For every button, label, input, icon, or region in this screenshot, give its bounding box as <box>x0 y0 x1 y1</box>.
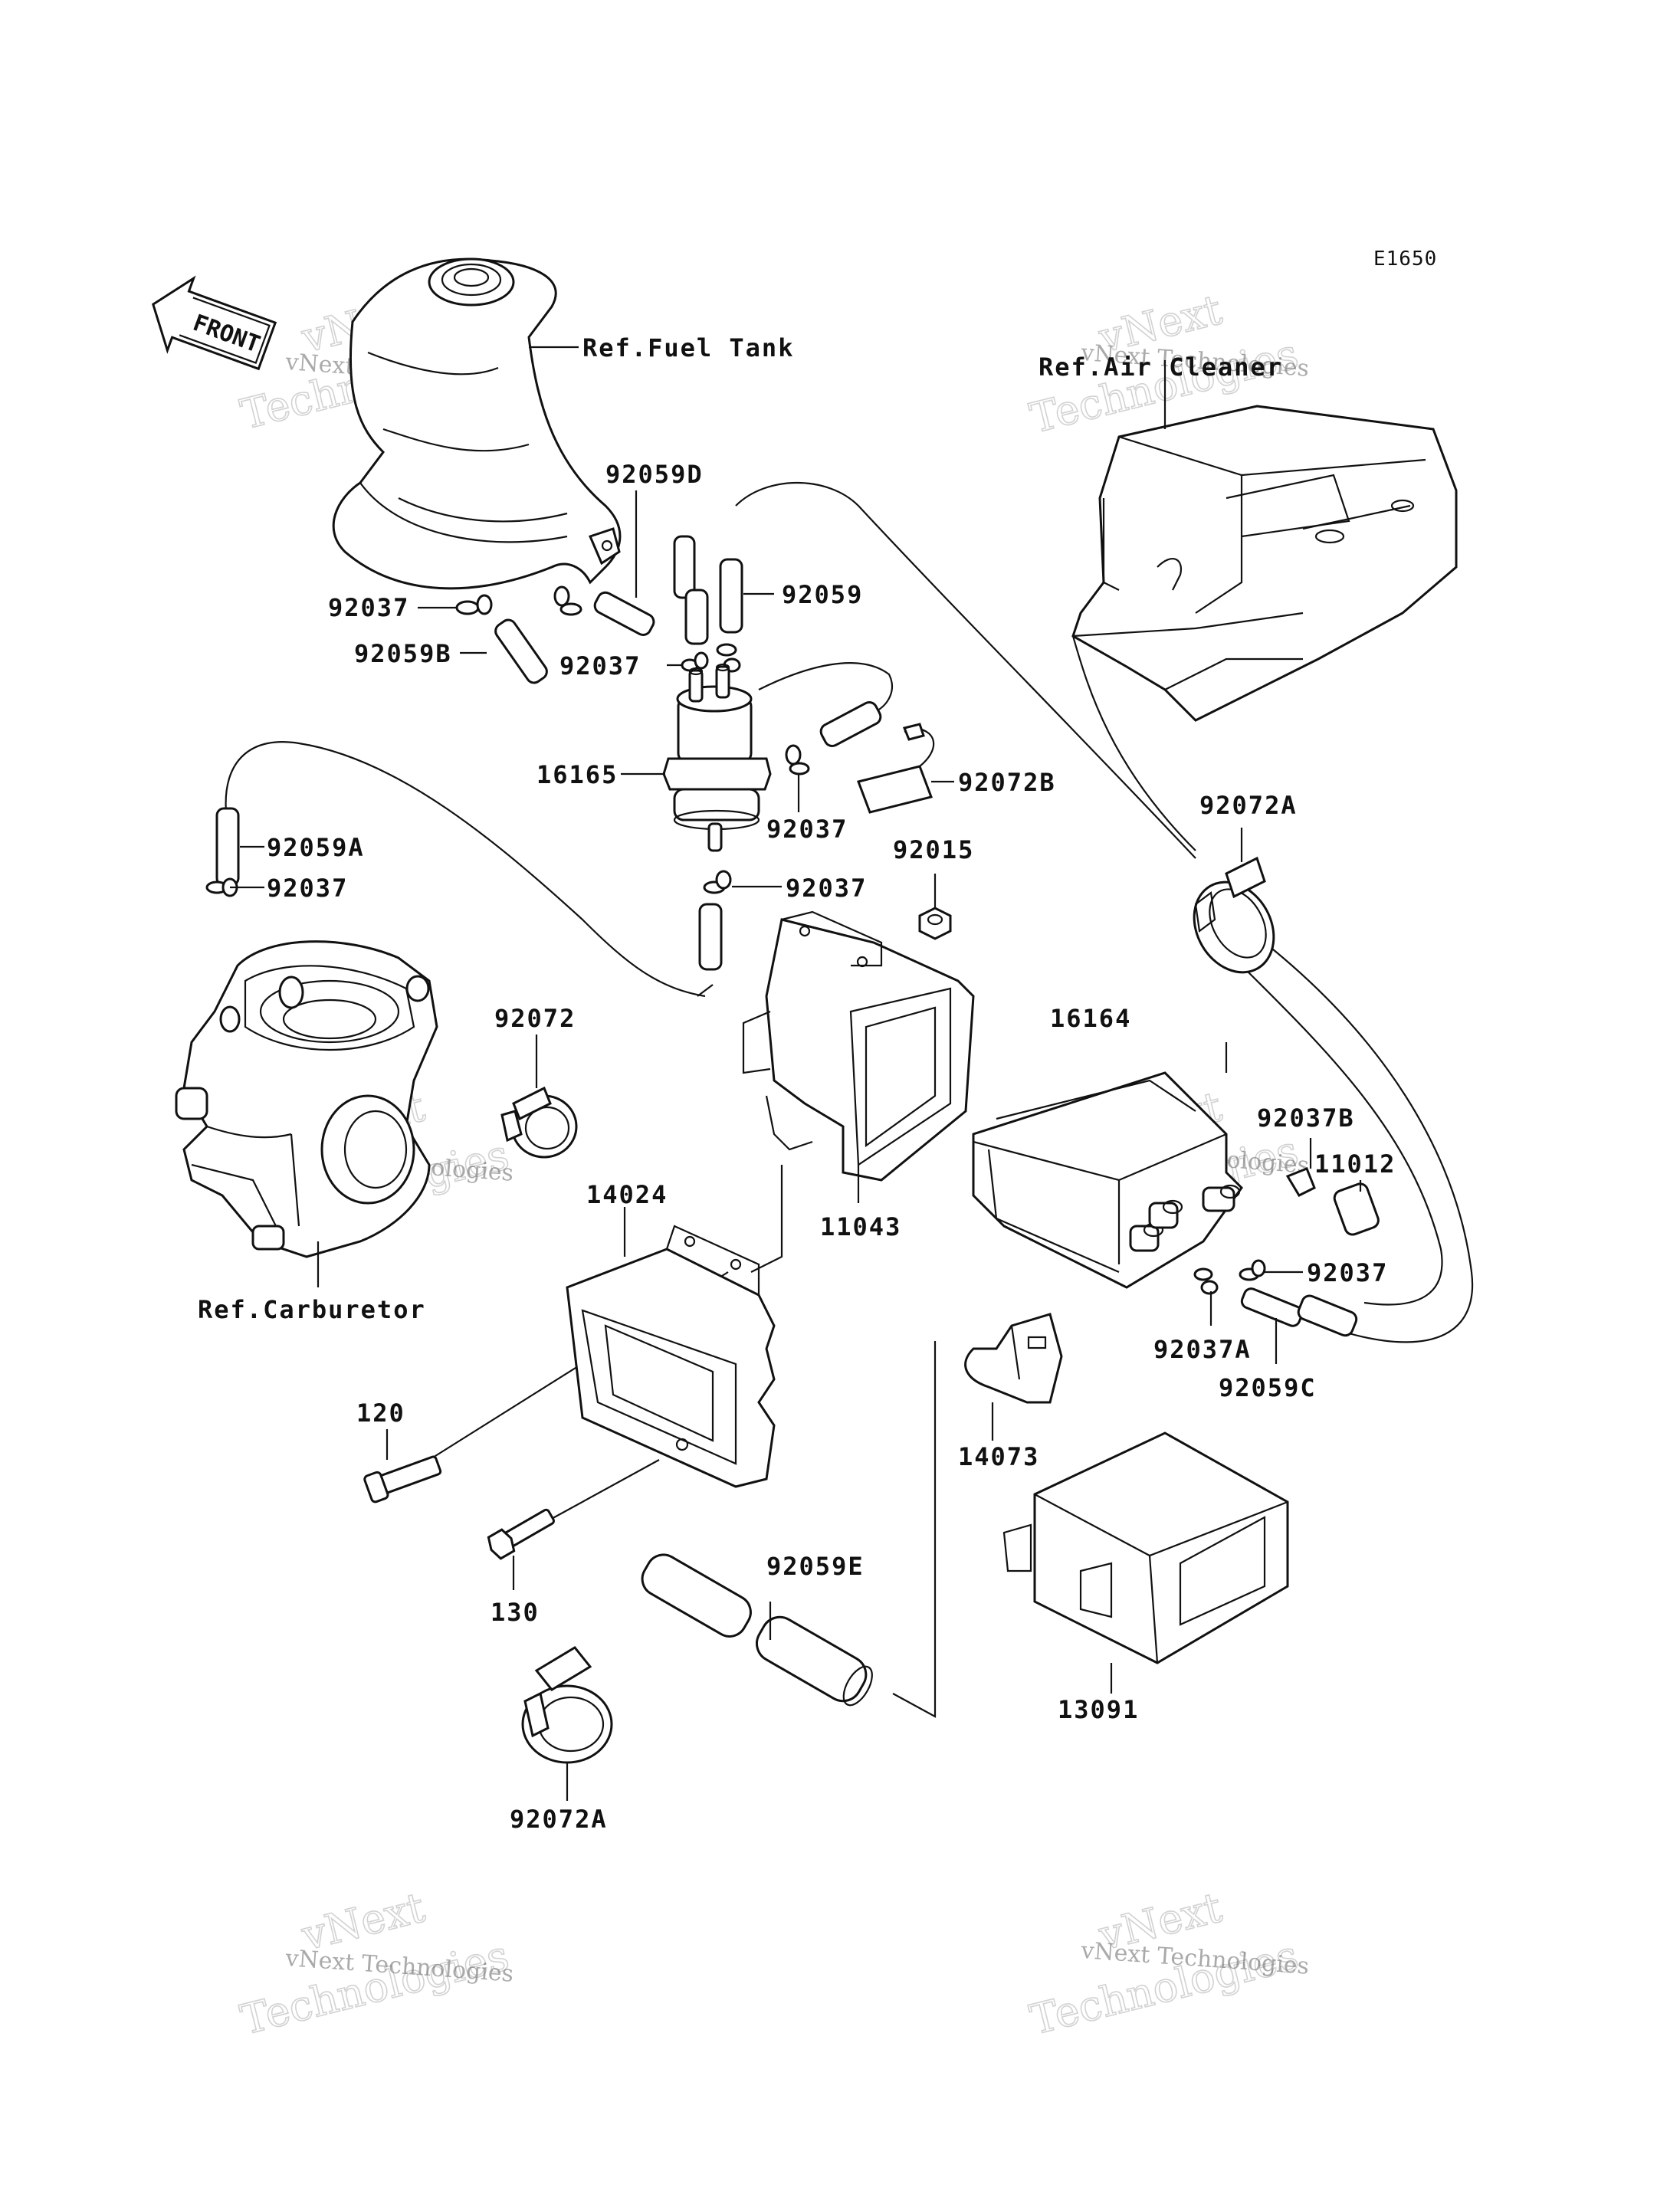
part-label-92072b: 92072B <box>958 768 1056 797</box>
part-label-16164: 16164 <box>1050 1004 1131 1033</box>
part-label-92037a: 92037A <box>1153 1335 1252 1364</box>
part-label-92059: 92059 <box>782 580 863 609</box>
part-label-92037: 92037 <box>766 815 848 844</box>
clamp-92072 <box>500 1035 578 1159</box>
leader-lines <box>230 490 1362 1640</box>
part-label-92059d: 92059D <box>605 460 704 489</box>
clip-icon <box>553 585 582 616</box>
part-label-92059e: 92059E <box>766 1552 865 1581</box>
carburetor: Ref.Carburetor <box>175 940 438 1324</box>
part-label-92037: 92037 <box>1307 1258 1388 1287</box>
part-label-14024: 14024 <box>586 1180 668 1209</box>
part-label-92072a: 92072A <box>1199 791 1298 820</box>
nut-92015 <box>918 874 952 940</box>
bracket-11043 <box>742 910 975 1203</box>
part-label-92059a: 92059A <box>267 833 365 862</box>
ref-fuel-tank-label: Ref.Fuel Tank <box>582 333 794 362</box>
part-label-92037b: 92037B <box>1257 1103 1355 1133</box>
air-cleaner: Ref.Air Cleaner <box>1039 353 1458 722</box>
fuel-tank: Ref.Fuel Tank <box>332 257 794 590</box>
part-label-92072a: 92072A <box>510 1805 608 1834</box>
diagram-code: E1650 <box>1373 248 1437 271</box>
clip-icon <box>1239 1259 1266 1281</box>
part-label-16165: 16165 <box>536 760 618 789</box>
part-label-92037: 92037 <box>328 593 409 622</box>
part-label-92037: 92037 <box>267 874 348 903</box>
part-label-92059c: 92059C <box>1219 1373 1317 1402</box>
watermark-word-2: Technologies <box>236 1931 514 2045</box>
clip-icon <box>703 870 732 894</box>
part-label-92015: 92015 <box>893 835 974 864</box>
canister-16164 <box>972 1042 1316 1289</box>
part-label-130: 130 <box>491 1598 540 1627</box>
clip-icon <box>1193 1267 1219 1295</box>
clamp-92072a-top <box>1193 828 1275 974</box>
part-label-120: 120 <box>356 1399 405 1428</box>
part-label-13091: 13091 <box>1058 1695 1139 1724</box>
bracket-14024 <box>566 1207 776 1488</box>
front-arrow-icon: FRONT <box>152 275 277 371</box>
bolt-120 <box>363 1429 442 1503</box>
part-label-11012: 11012 <box>1314 1149 1396 1179</box>
elbow-14073 <box>964 1313 1063 1441</box>
part-label-14073: 14073 <box>958 1442 1039 1471</box>
clip-icon <box>455 594 493 615</box>
ref-air-cleaner-label: Ref.Air Cleaner <box>1039 353 1283 382</box>
box-13091 <box>1002 1431 1289 1694</box>
clamp-92072a-bottom <box>521 1646 613 1801</box>
fuel-filter <box>621 663 772 852</box>
part-label-11043: 11043 <box>820 1212 901 1241</box>
hose-segments <box>215 535 1380 1707</box>
part-label-92059b: 92059B <box>354 639 452 668</box>
bolt-130 <box>487 1508 556 1590</box>
clamp-92072b <box>857 723 954 814</box>
part-label-92037: 92037 <box>559 651 641 680</box>
part-label-92072: 92072 <box>494 1004 576 1033</box>
part-label-92037: 92037 <box>786 874 867 903</box>
part-labels: 92059D 92059 92037 92059B 92037 16165 92… <box>267 460 1396 1834</box>
clip-icon <box>785 744 810 776</box>
ref-carburetor-label: Ref.Carburetor <box>198 1295 426 1324</box>
